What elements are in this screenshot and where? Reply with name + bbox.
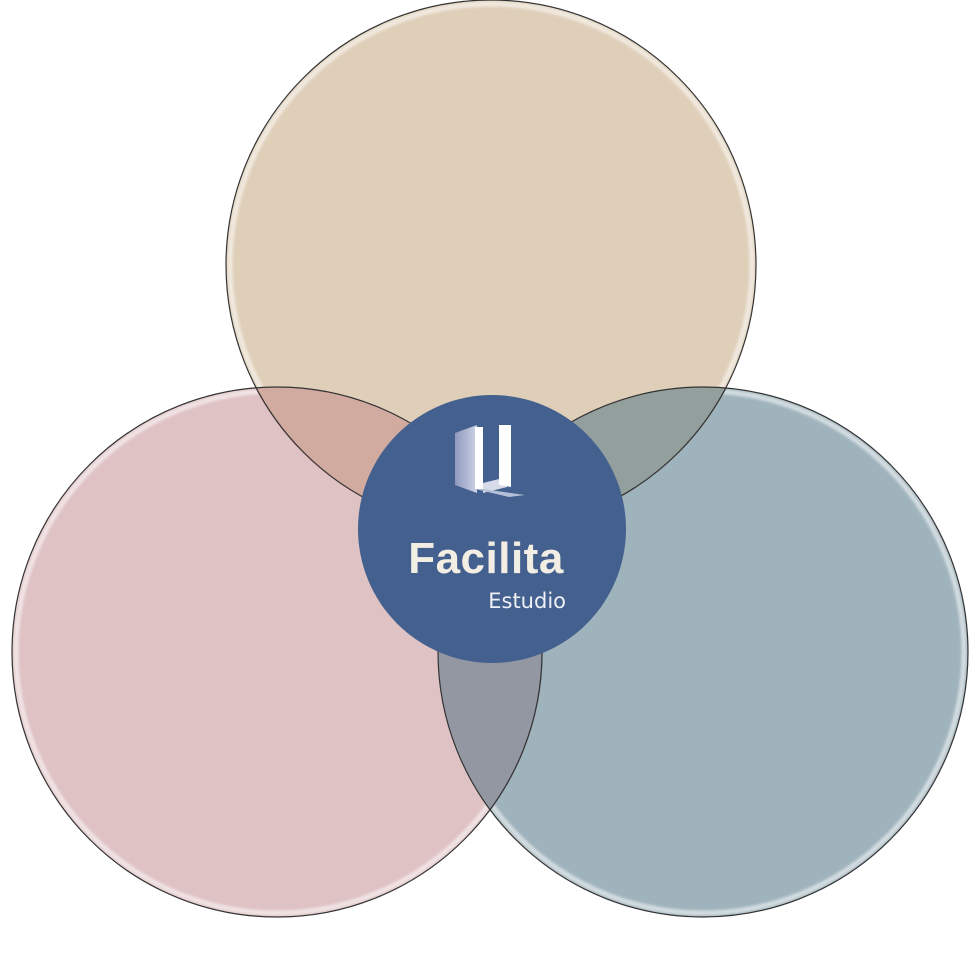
logo-subtitle: Estudio <box>488 589 566 613</box>
outline-right <box>437 386 969 918</box>
logo-badge: Facilita Estudio <box>358 395 626 663</box>
venn-circle-top <box>226 0 756 530</box>
door-icon <box>455 425 525 497</box>
logo-badge-circle <box>358 395 626 663</box>
logo-title: Facilita <box>408 534 564 583</box>
